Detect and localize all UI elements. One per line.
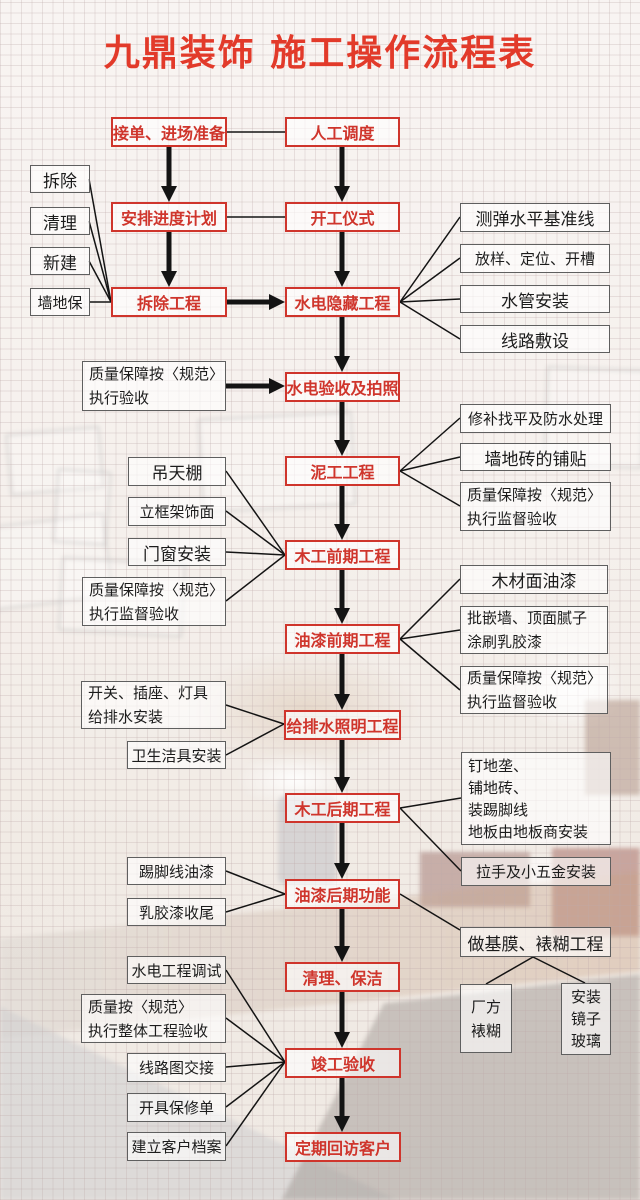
node-concealed-mep-work: 水电隐藏工程	[285, 287, 400, 317]
note-framework-facing: 立框架饰面	[128, 497, 226, 526]
note-handle-hardware: 拉手及小五金安装	[461, 857, 611, 886]
note-clean: 清理	[30, 207, 90, 235]
note-door-window-install: 门窗安装	[128, 538, 226, 566]
note-mirror-glass-install: 安装 镜子 玻璃	[561, 983, 611, 1055]
node-schedule-plan: 安排进度计划	[111, 202, 227, 232]
note-wiring-laying: 线路敷设	[460, 325, 610, 353]
node-receive-order: 接单、进场准备	[111, 117, 227, 147]
node-commencement-ceremony: 开工仪式	[285, 202, 400, 232]
note-switch-socket-lamp: 开关、插座、灯具 给排水安装	[81, 681, 226, 729]
note-warranty-slip: 开具保修单	[127, 1093, 226, 1122]
node-labor-dispatch: 人工调度	[285, 117, 400, 147]
node-plumbing-lighting: 给排水照明工程	[284, 710, 401, 740]
note-tile-paste: 墙地砖的铺贴	[460, 443, 611, 471]
note-water-pipe-install: 水管安装	[460, 285, 610, 313]
note-circuit-handover: 线路图交接	[127, 1053, 226, 1082]
note-level-baseline: 测弹水平基准线	[460, 203, 610, 232]
note-qa-acceptance: 质量保障按〈规范〉 执行验收	[82, 361, 226, 411]
note-qa-supervise-painting: 质量保障按〈规范〉 执行监督验收	[460, 666, 608, 714]
node-completion-acceptance: 竣工验收	[285, 1048, 401, 1078]
node-masonry-work: 泥工工程	[285, 456, 400, 486]
page-title: 九鼎装饰 施工操作流程表	[103, 32, 537, 74]
node-mep-acceptance-photo: 水电验收及拍照	[285, 372, 400, 402]
node-painting-late: 油漆后期功能	[285, 879, 400, 909]
note-qa-supervise-left: 质量保障按〈规范〉 执行监督验收	[82, 577, 226, 626]
note-new-build: 新建	[30, 247, 90, 275]
note-wood-surface-paint: 木材面油漆	[460, 565, 608, 594]
note-floor-install: 钉地垄、 铺地砖、 装踢脚线 地板由地板商安装	[461, 752, 611, 845]
note-latex-finish: 乳胶漆收尾	[127, 898, 226, 926]
node-carpentry-late: 木工后期工程	[285, 793, 400, 823]
node-customer-followup: 定期回访客户	[285, 1132, 401, 1162]
node-carpentry-early: 木工前期工程	[285, 540, 400, 570]
note-layout-positioning-slotting: 放样、定位、开槽	[460, 244, 610, 273]
note-repair-waterproof: 修补找平及防水处理	[460, 404, 611, 433]
node-demolition-work: 拆除工程	[111, 287, 227, 317]
note-plumbing-debug: 水电工程调试	[127, 956, 226, 984]
note-factory-wallpaper: 厂方 裱糊	[460, 984, 512, 1053]
note-sanitary-ware: 卫生洁具安装	[127, 741, 226, 769]
note-ceiling: 吊天棚	[128, 457, 226, 486]
node-cleaning: 清理、保洁	[285, 962, 400, 992]
note-wall-floor-protect: 墙地保	[30, 288, 90, 316]
note-base-film-wallpaper: 做基膜、裱糊工程	[460, 927, 611, 957]
note-qa-overall: 质量按〈规范〉 执行整体工程验收	[81, 994, 226, 1043]
note-customer-file: 建立客户档案	[127, 1132, 226, 1161]
note-putty-latex-paint: 批嵌墙、顶面腻子 涂刷乳胶漆	[460, 606, 608, 654]
node-painting-early: 油漆前期工程	[285, 624, 400, 654]
note-demolish: 拆除	[30, 165, 90, 193]
note-qa-supervise-masonry: 质量保障按〈规范〉 执行监督验收	[460, 482, 611, 531]
note-skirting-paint: 踢脚线油漆	[127, 857, 226, 885]
